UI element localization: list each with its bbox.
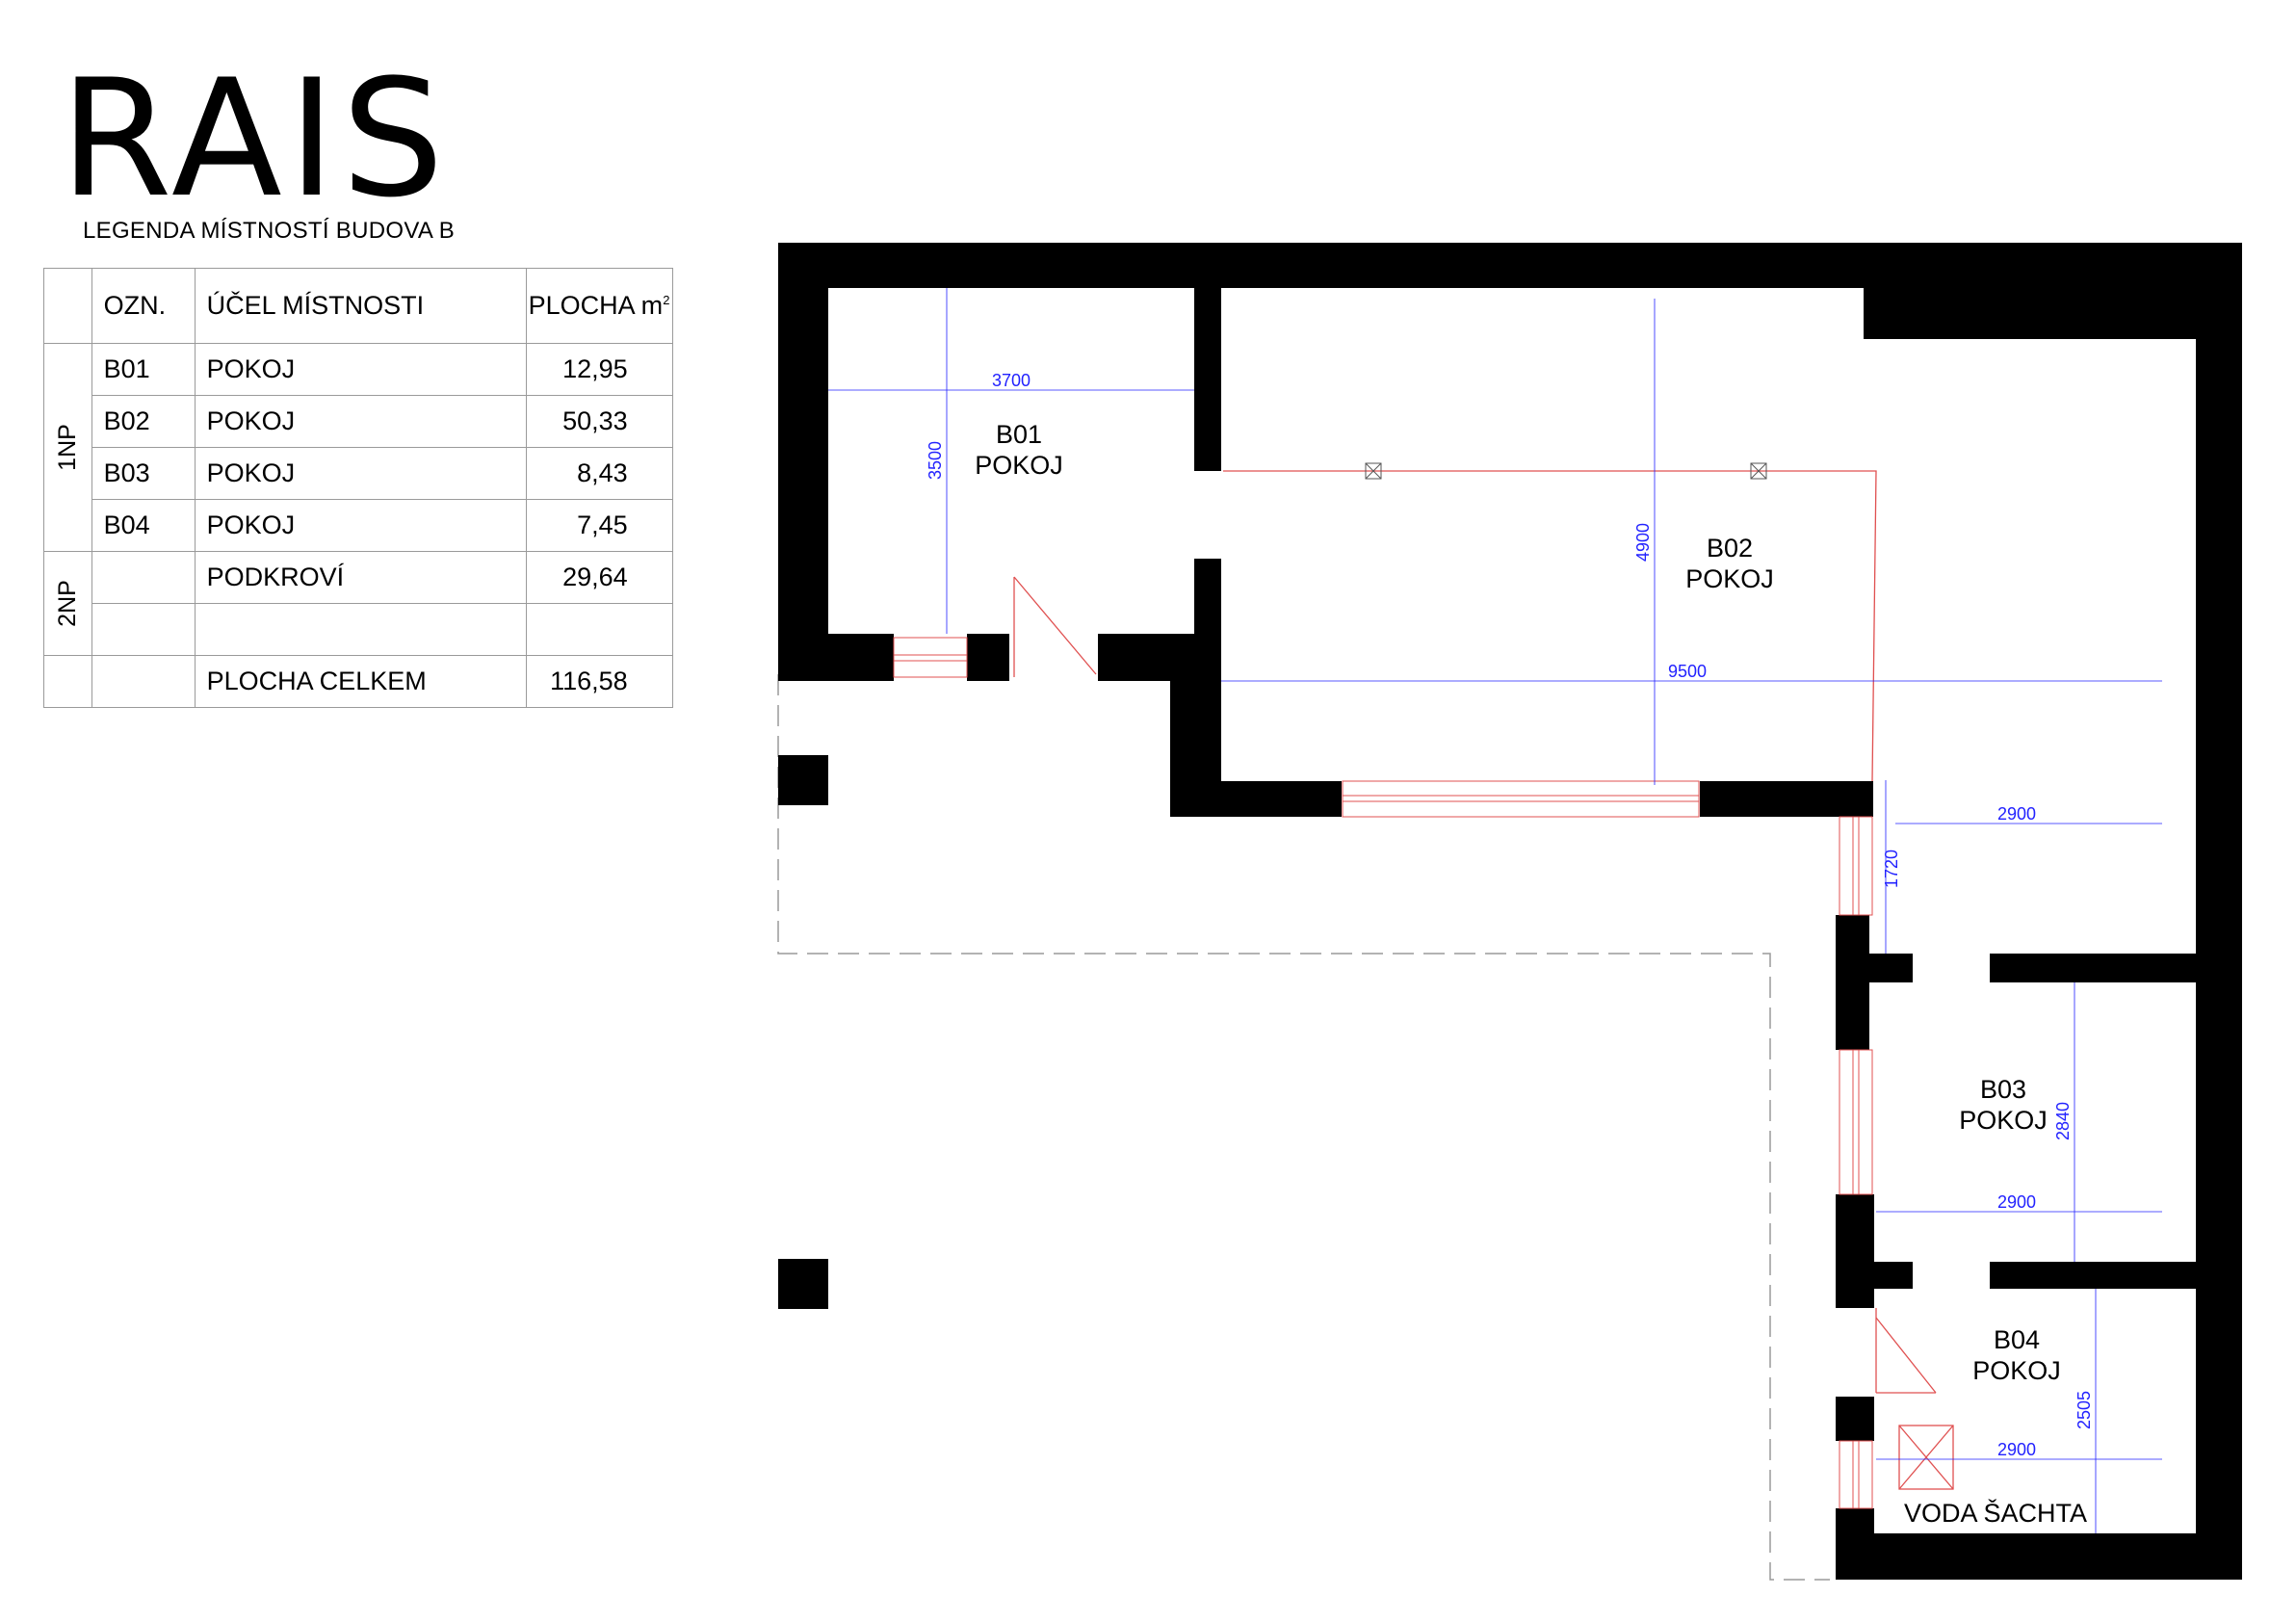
vent-symbols [1365, 462, 1767, 480]
dim-corridor-width: 2900 [1997, 804, 2036, 824]
dim-b03-width: 2900 [1997, 1192, 2036, 1212]
room-labels: B01 POKOJ B02 POKOJ B03 POKOJ B04 POKOJ … [975, 420, 2087, 1528]
dimension-lines [828, 288, 2162, 1533]
water-shaft-label: VODA ŠACHTA [1904, 1498, 2087, 1528]
header-purpose: ÚČEL MÍSTNOSTI [194, 268, 527, 344]
door-swings [1013, 470, 1937, 1394]
table-row: 2NP PODKROVÍ 29,64 [43, 551, 673, 656]
room-b01-code: B01 [996, 420, 1042, 449]
total-area: 116,58 [525, 655, 673, 708]
room-b03-purpose: POKOJ [1959, 1106, 2048, 1135]
water-shaft-symbol [1898, 1425, 1954, 1490]
floor-2np-cell: 2NP [43, 551, 92, 656]
dim-b01-depth: 3500 [926, 441, 945, 480]
dim-b03-depth: 2840 [2053, 1102, 2073, 1140]
legend-header-row: OZN. ÚČEL MÍSTNOSTI PLOCHA m2 [43, 268, 673, 344]
header-area: PLOCHA m2 [525, 268, 673, 344]
room-b03-code: B03 [1980, 1075, 2026, 1104]
legend-title: LEGENDA MÍSTNOSTÍ BUDOVA B [83, 218, 456, 244]
dashed-outline [777, 674, 1830, 1581]
room-legend-table: OZN. ÚČEL MÍSTNOSTI PLOCHA m2 1NP B01 PO… [43, 268, 673, 708]
room-b04-code: B04 [1994, 1325, 2040, 1354]
table-row-total: PLOCHA CELKEM 116,58 [43, 655, 673, 708]
dim-corridor-depth: 1720 [1882, 850, 1901, 888]
dim-b04-width: 2900 [1997, 1440, 2036, 1459]
table-row: B04 POKOJ 7,45 [44, 499, 673, 552]
walls [778, 243, 2242, 1580]
dim-b04-depth: 2505 [2074, 1391, 2094, 1429]
room-b02-purpose: POKOJ [1685, 564, 1774, 593]
total-label: PLOCHA CELKEM [194, 655, 527, 708]
room-b01-purpose: POKOJ [975, 451, 1063, 480]
windows [893, 637, 1873, 1509]
dimension-labels: 3700 3500 4900 9500 2900 1720 2900 2840 … [926, 371, 2094, 1459]
dim-b02-depth: 4900 [1633, 523, 1653, 562]
table-row-empty [44, 603, 673, 656]
dim-b01-width: 3700 [992, 371, 1031, 390]
room-b04-purpose: POKOJ [1972, 1356, 2061, 1385]
dim-b02-width: 9500 [1668, 662, 1707, 681]
rais-logo: RAIS [60, 44, 451, 233]
room-b02-code: B02 [1707, 534, 1753, 562]
table-row: B03 POKOJ 8,43 [44, 447, 673, 500]
